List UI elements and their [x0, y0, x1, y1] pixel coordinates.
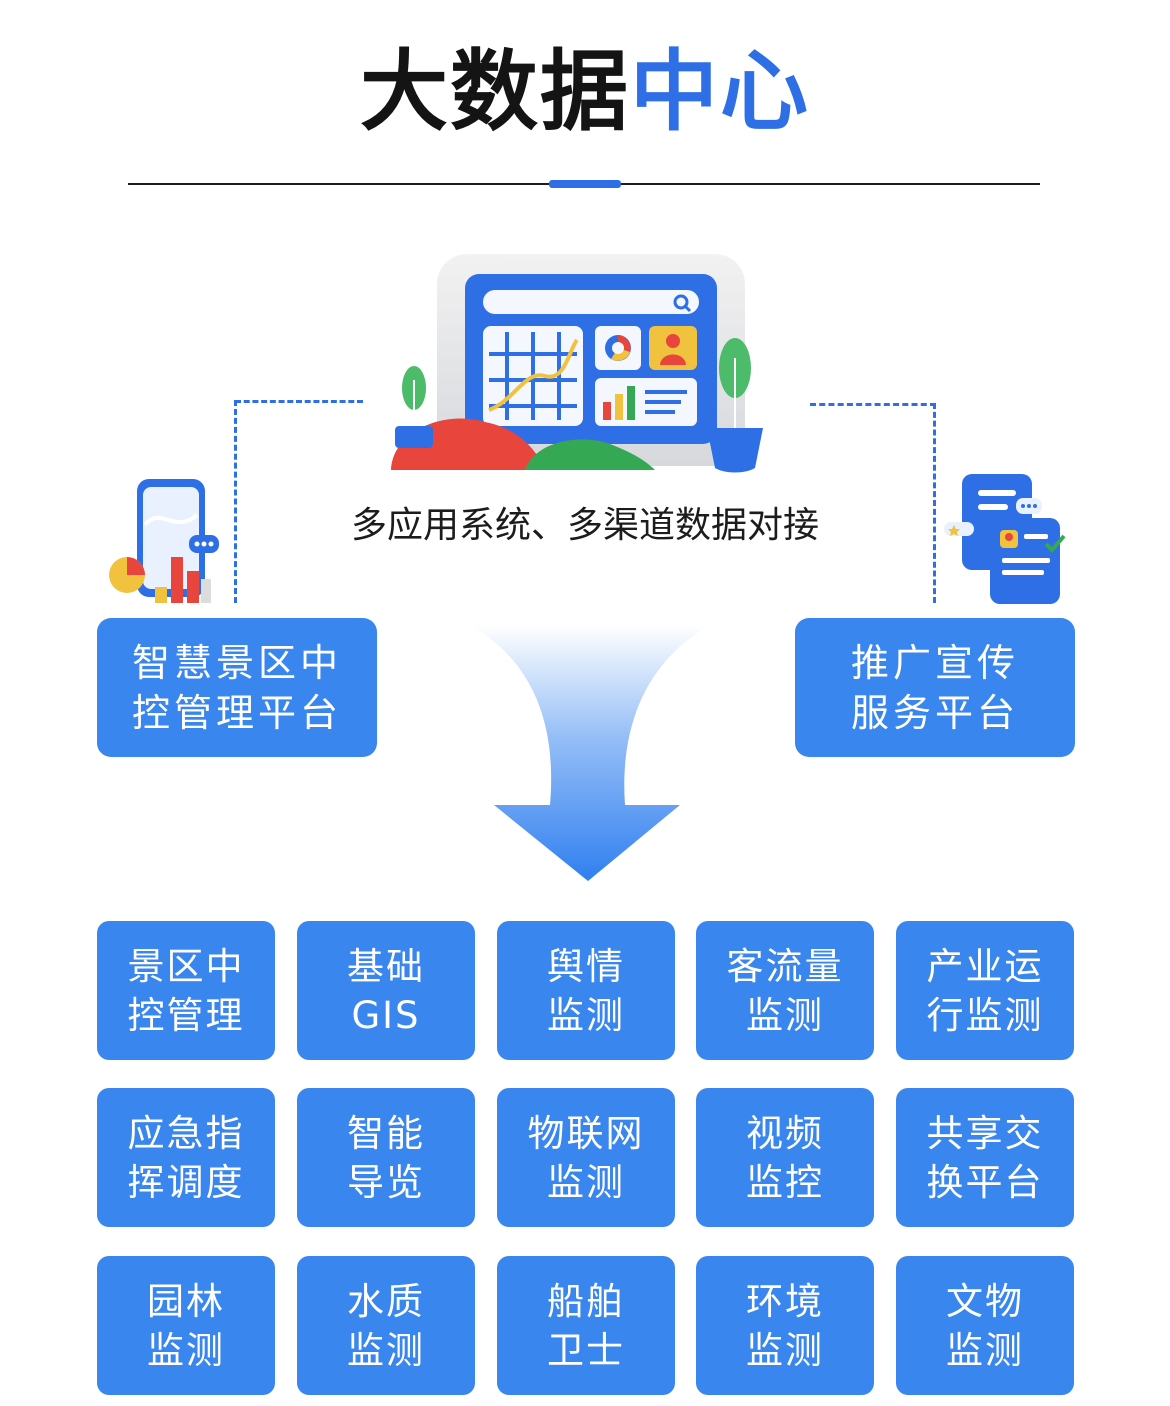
- module-label-line2: 监测: [746, 1328, 824, 1372]
- left-platform-line1: 智慧景区中: [131, 640, 342, 685]
- module-label-line2: 监测: [547, 1160, 625, 1204]
- title-divider-accent: [549, 180, 621, 188]
- subtitle: 多应用系统、多渠道数据对接: [350, 505, 819, 546]
- module-box: 客流量监测: [696, 921, 874, 1060]
- module-label-line2: GIS: [351, 993, 421, 1037]
- module-label-line2: 挥调度: [127, 1160, 245, 1204]
- module-box: 应急指挥调度: [97, 1088, 275, 1227]
- dashboard-illustration-icon: [391, 254, 763, 473]
- module-box: 园林监测: [97, 1256, 275, 1395]
- module-label-line2: 监测: [946, 1328, 1024, 1372]
- module-label-line2: 卫士: [547, 1328, 625, 1372]
- module-label-line1: 环境: [746, 1279, 824, 1323]
- left-connector-horizontal: [235, 400, 363, 403]
- module-label-line1: 视频: [746, 1111, 824, 1155]
- page-title: 大数据中心: [0, 36, 1170, 146]
- module-label-line1: 产业运: [926, 944, 1044, 988]
- module-label-line2: 换平台: [926, 1160, 1044, 1204]
- module-label-line1: 景区中: [127, 944, 245, 988]
- module-label-line2: 控管理: [127, 993, 245, 1037]
- module-box: 共享交换平台: [896, 1088, 1074, 1227]
- right-platform-line2: 服务平台: [850, 690, 1019, 735]
- module-label-line1: 舆情: [547, 944, 625, 988]
- module-label-line1: 园林: [147, 1279, 225, 1323]
- module-box: 水质监测: [297, 1256, 475, 1395]
- module-label-line1: 客流量: [726, 944, 844, 988]
- module-label-line1: 共享交: [926, 1111, 1044, 1155]
- module-label-line2: 监测: [347, 1328, 425, 1372]
- module-box: 物联网监测: [497, 1088, 675, 1227]
- phone-chart-icon: [109, 479, 219, 603]
- right-connector-vertical: [933, 403, 936, 603]
- right-connector-horizontal: [810, 403, 936, 406]
- module-box: 船舶卫士: [497, 1256, 675, 1395]
- module-label-line1: 文物: [946, 1279, 1024, 1323]
- module-box: 环境监测: [696, 1256, 874, 1395]
- module-label-line1: 物联网: [527, 1111, 645, 1155]
- module-label-line1: 智能: [347, 1111, 425, 1155]
- module-box: 文物监测: [896, 1256, 1074, 1395]
- title-blue-part: 中心: [630, 39, 811, 143]
- module-label-line2: 监测: [746, 993, 824, 1037]
- module-box: 产业运行监测: [896, 921, 1074, 1060]
- module-label-line1: 应急指: [127, 1111, 245, 1155]
- left-platform-line2: 控管理平台: [131, 690, 342, 735]
- down-arrow-icon: [470, 625, 710, 881]
- module-label-line2: 监测: [147, 1328, 225, 1372]
- title-dark-part: 大数据: [359, 39, 630, 143]
- left-platform-box: 智慧景区中 控管理平台: [97, 618, 377, 757]
- module-label-line2: 导览: [347, 1160, 425, 1204]
- module-label-line2: 监测: [547, 993, 625, 1037]
- module-box: 视频监控: [696, 1088, 874, 1227]
- module-label-line1: 基础: [347, 944, 425, 988]
- module-label-line1: 水质: [347, 1279, 425, 1323]
- left-connector-vertical: [234, 400, 237, 603]
- module-box: 景区中控管理: [97, 921, 275, 1060]
- module-label-line2: 行监测: [926, 993, 1044, 1037]
- module-label-line1: 船舶: [547, 1279, 625, 1323]
- module-box: 基础 GIS: [297, 921, 475, 1060]
- module-label-line2: 监控: [746, 1160, 824, 1204]
- right-platform-box: 推广宣传 服务平台: [795, 618, 1075, 757]
- right-platform-line1: 推广宣传: [850, 640, 1019, 685]
- module-box: 舆情监测: [497, 921, 675, 1060]
- module-box: 智能导览: [297, 1088, 475, 1227]
- document-scroll-icon: [944, 474, 1066, 604]
